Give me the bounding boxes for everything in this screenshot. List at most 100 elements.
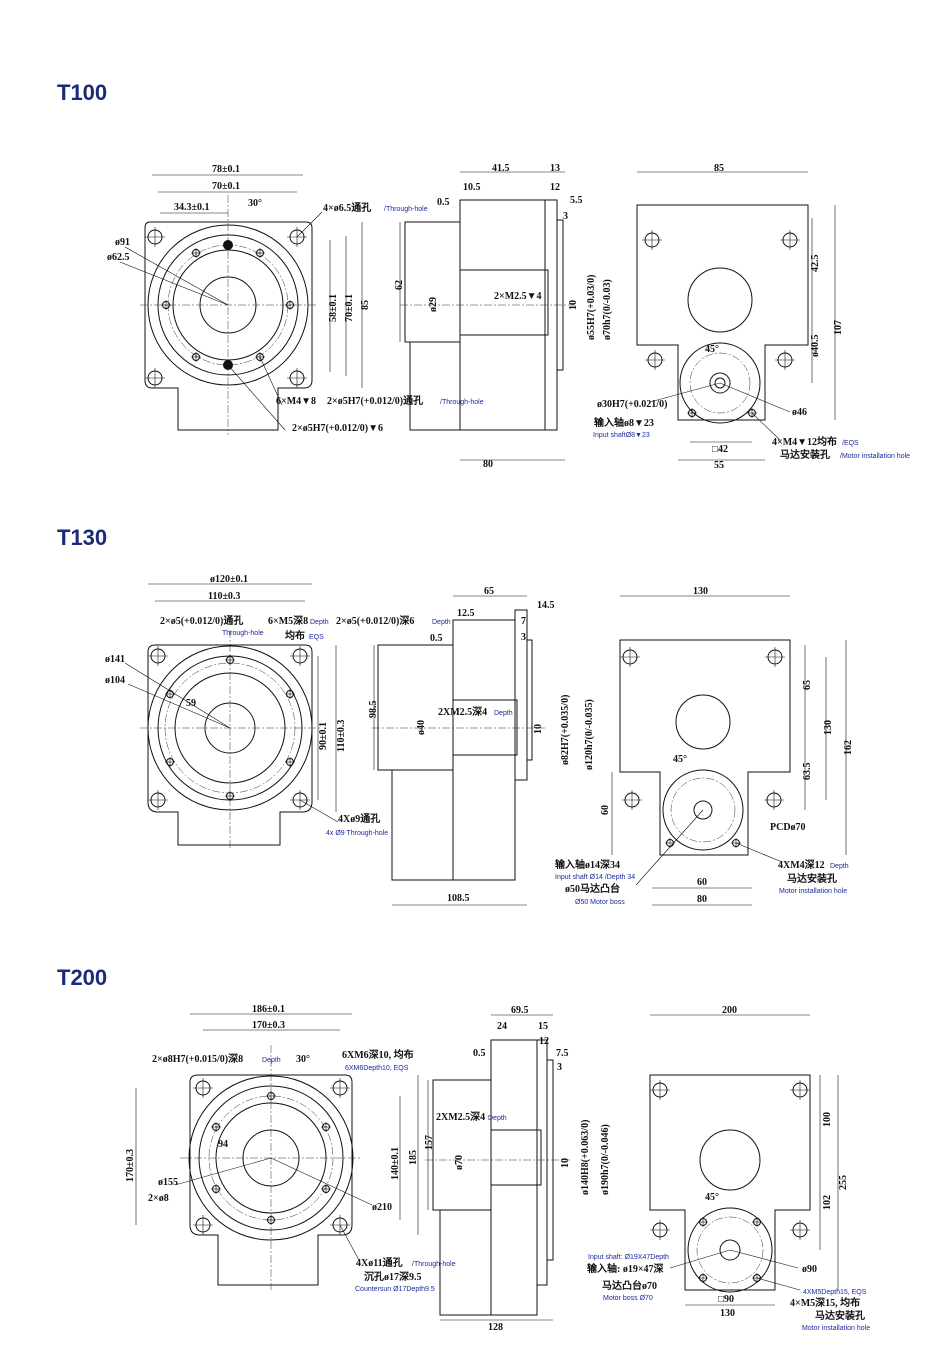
dim-60-v: 60 [600, 805, 611, 815]
section-t100: T100 78±0.1 70±0.1 34.3±0.1 30° 4×ø6.5通孔… [57, 80, 910, 471]
angle-30: 30° [296, 1054, 310, 1065]
dim-102: 102 [822, 1195, 833, 1210]
m6-note-en: 6XM6Depth10, EQS [345, 1065, 409, 1072]
m4-note: 6×M4▼8 [276, 396, 316, 407]
countersunk-en: Countersun Ø17Depth9.5 [355, 1286, 435, 1293]
dim-130: 130 [720, 1308, 735, 1319]
dim-69-5: 69.5 [511, 1005, 529, 1016]
angle-30: 30° [248, 198, 262, 209]
thread-note: 2×M2.5▼4 [494, 291, 542, 302]
dim-7-5: 7.5 [556, 1048, 569, 1059]
input-shaft-en: Input shaftØ8▼23 [593, 432, 650, 439]
motor-hole-eqs: /EQS [842, 440, 859, 447]
pin-note: 2×ø5H7(+0.012/0)通孔 [327, 394, 423, 407]
dim-98-5: 98.5 [368, 701, 379, 719]
dim-110: 110±0.3 [208, 591, 240, 602]
dia-120h7: ø120h7(0/-0.035) [584, 699, 595, 770]
dim-78: 78±0.1 [212, 164, 240, 175]
angle-45: 45° [705, 1192, 719, 1203]
pcd-70: PCDø70 [770, 822, 806, 833]
dim-14-5: 14.5 [537, 600, 555, 611]
dim-58: 58±0.1 [328, 294, 339, 322]
dim-80: 80 [697, 894, 707, 905]
input-shaft-note: 输入轴ø8▼23 [594, 416, 654, 429]
dim-140: 140±0.1 [390, 1147, 401, 1180]
side-view: 41.5 13 10.5 12 5.5 0.5 3 62 ø29 2×M2.5▼… [394, 163, 613, 470]
dim-130: 130 [693, 586, 708, 597]
front-view: 186±0.1 170±0.3 2×ø8H7(+0.015/0)深8 Depth… [125, 1004, 456, 1293]
pin-note: 2×ø8H7(+0.015/0)深8 [152, 1052, 243, 1065]
rear-view: 85 42.5 ø40.5 107 45° ø46 ø30H7(+0.021/0… [593, 163, 910, 471]
m5-depth: Depth [310, 619, 329, 626]
through-hole-note: 4Xø9通孔 [338, 812, 380, 825]
dim-80: 80 [483, 459, 493, 470]
pin-note-en: Through-hole [222, 630, 264, 637]
pin-note-en: /Through-hole [440, 399, 484, 406]
front-view: ø120±0.1 110±0.3 2×ø5(+0.012/0)通孔 Throug… [105, 574, 451, 850]
motor-hole-note: 4×M5深15, 均布 [790, 1296, 860, 1309]
dim-185: 185 [408, 1150, 419, 1165]
motor-hole-cn: 马达安装孔 [787, 872, 837, 885]
dim-55: 55 [714, 460, 724, 471]
angle-45: 45° [705, 344, 719, 355]
dim-0-5: 0.5 [473, 1048, 486, 1059]
thread-depth: Depth [494, 710, 513, 717]
dia-55h7: ø55H7(+0.03/0) [586, 275, 597, 340]
dim-170: 170±0.3 [252, 1020, 285, 1031]
dia-70h7: ø70h7(0/-0.03) [602, 279, 613, 340]
side-view: 65 12.5 14.5 0.5 7 3 98.5 ø40 2XM2.5深4 D… [368, 586, 595, 906]
motor-boss-en: Motor boss Ø70 [603, 1295, 653, 1302]
thread-note: 2XM2.5深4 [436, 1110, 485, 1123]
dim-65: 65 [484, 586, 494, 597]
eqs-en: EQS [309, 634, 324, 641]
countersunk-note: 沉孔ø17深9.5 [364, 1270, 422, 1283]
input-shaft-en: Input shaft Ø14 /Depth 34 [555, 874, 635, 881]
section-title: T200 [57, 965, 107, 990]
dim-3: 3 [521, 632, 526, 643]
front-view: 78±0.1 70±0.1 34.3±0.1 30° 4×ø6.5通孔 /Thr… [107, 164, 484, 435]
dia-104: ø104 [105, 675, 125, 686]
motor-boss-note: ø50马达凸台 [565, 882, 620, 895]
side-view: 69.5 24 15 12 0.5 7.5 3 2XM2.5深4 Depth 1… [424, 1005, 611, 1333]
motor-hole-note: 4×M4▼12均布 [772, 435, 837, 448]
dim-170-v: 170±0.3 [125, 1149, 136, 1182]
dim-130-v: 130 [823, 720, 834, 735]
dim-85: 85 [360, 300, 371, 310]
dia-140h8: ø140H8(+0.063/0) [580, 1120, 591, 1195]
section-t200: T200 186±0.1 170±0.3 2×ø8H7(+0.015/0)深8 … [57, 965, 870, 1333]
through-hole-en: /Through-hole [412, 1261, 456, 1268]
dim-42-5: 42.5 [810, 255, 821, 273]
through-hole-en: /Through-hole [384, 206, 428, 213]
motor-hole-label-en: Motor installation hole [802, 1325, 870, 1332]
dim-70-v: 70±0.1 [344, 294, 355, 322]
dim-3: 3 [557, 1062, 562, 1073]
dim-62: 62 [394, 280, 405, 290]
dim-200: 200 [722, 1005, 737, 1016]
dim-0-5: 0.5 [437, 197, 450, 208]
m6-note: 6XM6深10, 均布 [342, 1048, 414, 1061]
rear-view: 130 65 130 162 63.5 60 PCDø70 45° 输入轴ø14… [555, 586, 854, 906]
dim-10: 10 [560, 1158, 571, 1168]
dim-3: 3 [563, 211, 568, 222]
dia-141: ø141 [105, 654, 125, 665]
rear-view: 200 100 255 102 45° Input shaft: Ø19X47D… [587, 1005, 870, 1332]
dim-90: 90±0.1 [318, 722, 329, 750]
dim-34-3: 34.3±0.1 [174, 202, 210, 213]
dia-210: ø210 [372, 1202, 392, 1213]
dim-10: 10 [533, 724, 544, 734]
dim-108-5: 108.5 [447, 893, 470, 904]
motor-hole-note: 4XM4深12 [778, 858, 825, 871]
dia-62-5: ø62.5 [107, 252, 130, 263]
dia-155: ø155 [158, 1177, 178, 1188]
pin-note-2: 2×ø5(+0.012/0)深6 [336, 614, 414, 627]
motor-boss-en: Ø50 Motor boss [575, 899, 625, 906]
thread-depth: Depth [488, 1115, 507, 1122]
dim-59: 59 [186, 698, 196, 709]
dim-41-5: 41.5 [492, 163, 510, 174]
input-shaft-en: Input shaft: Ø19X47Depth [588, 1254, 669, 1261]
section-title: T100 [57, 80, 107, 105]
dim-0-5: 0.5 [430, 633, 443, 644]
dim-63-5: 63.5 [802, 763, 813, 781]
dim-10: 10 [568, 300, 579, 310]
